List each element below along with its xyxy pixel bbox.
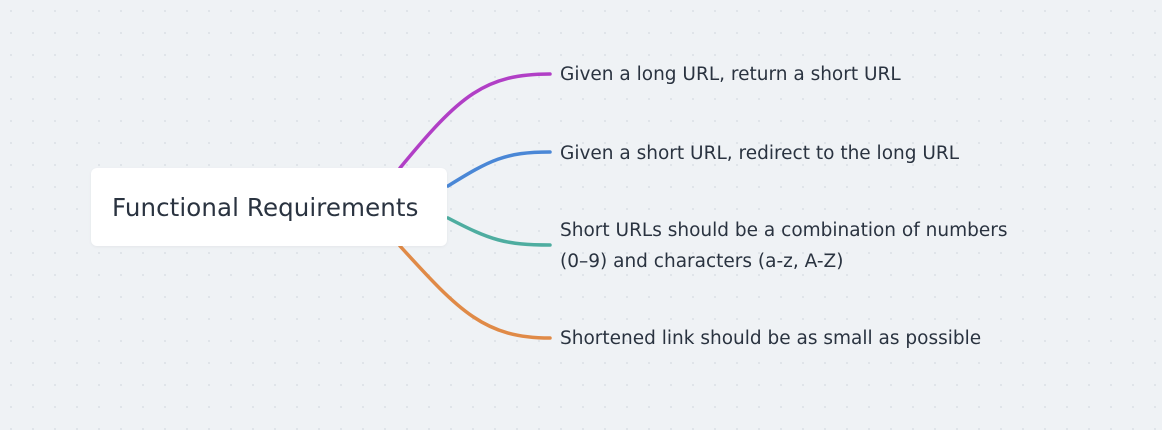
branch-text: Shortened link should be as small as pos… bbox=[560, 328, 982, 349]
branch-node-4[interactable]: Shortened link should be as small as pos… bbox=[560, 323, 981, 354]
branch-text-line-1: Short URLs should be a combination of nu… bbox=[560, 220, 1008, 241]
connector-branch-1 bbox=[398, 72, 552, 170]
connector-branch-3 bbox=[446, 216, 552, 247]
central-node[interactable]: Functional Requirements bbox=[91, 168, 447, 246]
branch-text: Given a short URL, redirect to the long … bbox=[560, 143, 960, 164]
branch-text-line-2: (0–9) and characters (a-z, A-Z) bbox=[560, 251, 844, 272]
branch-node-1[interactable]: Given a long URL, return a short URL bbox=[560, 59, 901, 90]
central-node-label: Functional Requirements bbox=[112, 192, 419, 222]
connector-branch-2 bbox=[446, 150, 552, 188]
branch-node-3[interactable]: Short URLs should be a combination of nu… bbox=[560, 215, 1007, 277]
branch-text: Given a long URL, return a short URL bbox=[560, 64, 901, 85]
connector-branch-4 bbox=[398, 244, 552, 340]
branch-node-2[interactable]: Given a short URL, redirect to the long … bbox=[560, 138, 959, 169]
